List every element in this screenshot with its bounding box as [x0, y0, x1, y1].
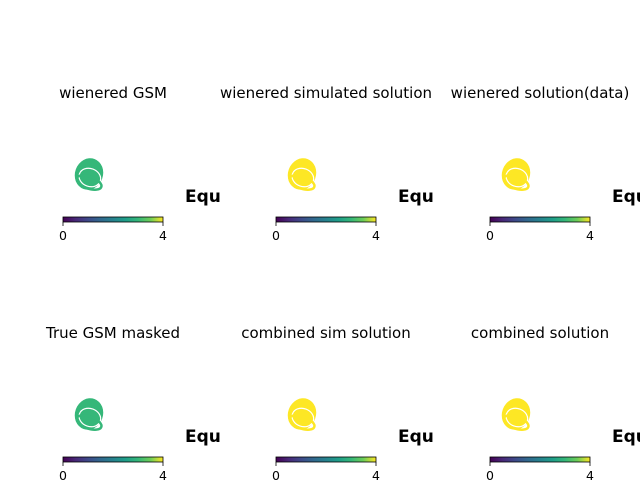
subplot-title: True GSM masked	[45, 324, 180, 342]
map-blob-lobe	[502, 174, 530, 191]
map-blob-lobe	[75, 174, 103, 191]
projection-label: Equ	[185, 187, 221, 207]
colorbar	[62, 216, 164, 223]
map-blob	[501, 398, 531, 431]
subplot-title: wienered solution(data)	[451, 84, 630, 102]
subplot-title: wienered GSM	[59, 84, 167, 102]
colorbar-tick-label: 4	[159, 228, 167, 243]
map-blob	[287, 158, 317, 191]
colorbar-tick-label: 0	[272, 468, 280, 480]
map-blob-fill	[74, 398, 104, 430]
subplot-panel: wienered GSM Equ 0 4	[59, 84, 221, 243]
map-blob-fill	[74, 158, 104, 190]
colorbar	[489, 216, 591, 223]
subplot-title: wienered simulated solution	[220, 84, 432, 102]
map-blob-fill	[287, 158, 317, 190]
colorbar-tick-label: 4	[372, 228, 380, 243]
colorbar	[62, 456, 164, 463]
colorbar-tick-label: 4	[159, 468, 167, 480]
subplot-panel: wienered solution(data) Equ 0 4	[451, 84, 640, 243]
map-blob-lobe	[288, 174, 316, 191]
map-blob	[287, 398, 317, 431]
map-blob-fill	[501, 158, 531, 190]
projection-label: Equ	[612, 427, 640, 447]
map-blob-fill	[287, 398, 317, 430]
colorbar-tick-label: 0	[486, 228, 494, 243]
projection-label: Equ	[612, 187, 640, 207]
subplot-title: combined solution	[471, 324, 609, 342]
map-blob	[501, 158, 531, 191]
map-blob-lobe	[75, 414, 103, 431]
colorbar-tick-label: 0	[272, 228, 280, 243]
colorbar	[275, 216, 377, 223]
map-blob-lobe	[288, 414, 316, 431]
map-blob-lobe	[502, 414, 530, 431]
colorbar-tick-label: 4	[586, 228, 594, 243]
colorbar-tick-label: 0	[59, 468, 67, 480]
colorbar	[489, 456, 591, 463]
map-blob	[74, 398, 104, 431]
projection-label: Equ	[398, 187, 434, 207]
projection-label: Equ	[398, 427, 434, 447]
subplot-title: combined sim solution	[241, 324, 411, 342]
colorbar-tick-label: 0	[59, 228, 67, 243]
colorbar-tick-label: 0	[486, 468, 494, 480]
colorbar-tick-label: 4	[586, 468, 594, 480]
projection-label: Equ	[185, 427, 221, 447]
colorbar-tick-label: 4	[372, 468, 380, 480]
map-blob-fill	[501, 398, 531, 430]
colorbar	[275, 456, 377, 463]
map-blob	[74, 158, 104, 191]
